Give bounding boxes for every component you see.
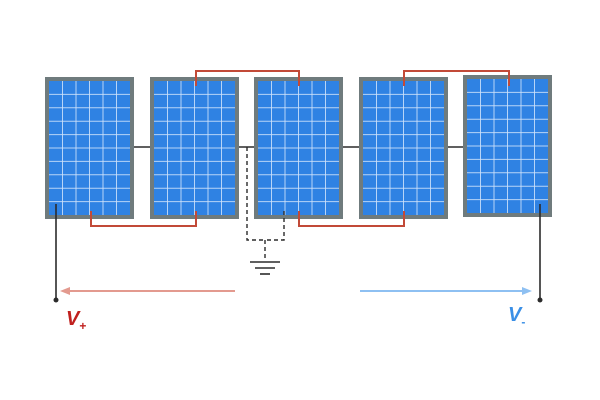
output-leads: [53, 204, 543, 303]
positive-label-sub: +: [79, 319, 86, 333]
arrow-right-icon: [360, 287, 532, 295]
solar-panel-3: [254, 77, 343, 219]
ground-wire-left: [246, 147, 265, 241]
negative-label-main: V: [508, 304, 523, 326]
negative-terminal: [537, 297, 543, 303]
panel-grid: [154, 81, 235, 215]
solar-panels: [45, 75, 552, 219]
jumper-bottom-3-4: [298, 211, 405, 227]
ground-wire-right: [265, 211, 285, 241]
voltage-labels: V+ V-: [66, 304, 525, 333]
negative-label-sub: -: [521, 315, 525, 329]
solar-panel-1: [45, 77, 134, 219]
panel-grid: [363, 81, 444, 215]
positive-label: V+: [66, 308, 86, 333]
positive-terminal: [53, 297, 59, 303]
ground-icon: [250, 261, 280, 275]
ground-connection: [246, 147, 285, 275]
panel-grid: [258, 81, 339, 215]
current-arrows: [60, 287, 532, 295]
arrowhead: [60, 287, 70, 295]
solar-panel-2: [150, 77, 239, 219]
panel-grid: [49, 81, 130, 215]
jumper-top-2-3: [195, 70, 300, 86]
jumper-bottom-1-2: [90, 211, 197, 227]
arrow-left-icon: [60, 287, 235, 295]
jumper-top-4-5: [403, 70, 510, 86]
arrowhead: [522, 287, 532, 295]
negative-label: V-: [508, 304, 525, 329]
solar-panel-4: [359, 77, 448, 219]
jumper-wires: [90, 70, 510, 227]
positive-label-main: V: [66, 308, 81, 330]
solar-panel-5: [463, 75, 552, 217]
panel-grid: [467, 79, 548, 213]
